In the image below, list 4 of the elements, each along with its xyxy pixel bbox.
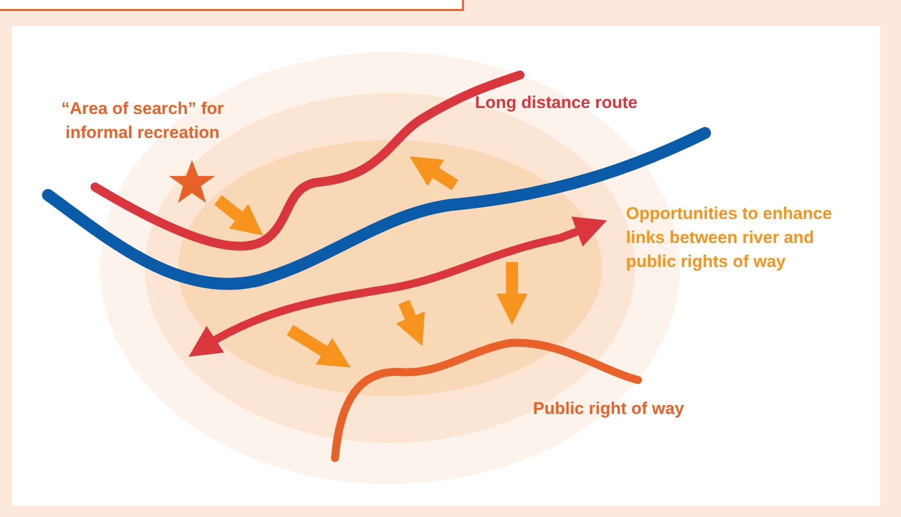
map-label: Opportunities to enhance links between river and public rights of way [626, 203, 833, 273]
map-label: Long distance route [475, 92, 638, 114]
map-label: “Area of search” for informal recreation [60, 98, 225, 144]
map-label: Public right of way [533, 398, 686, 420]
